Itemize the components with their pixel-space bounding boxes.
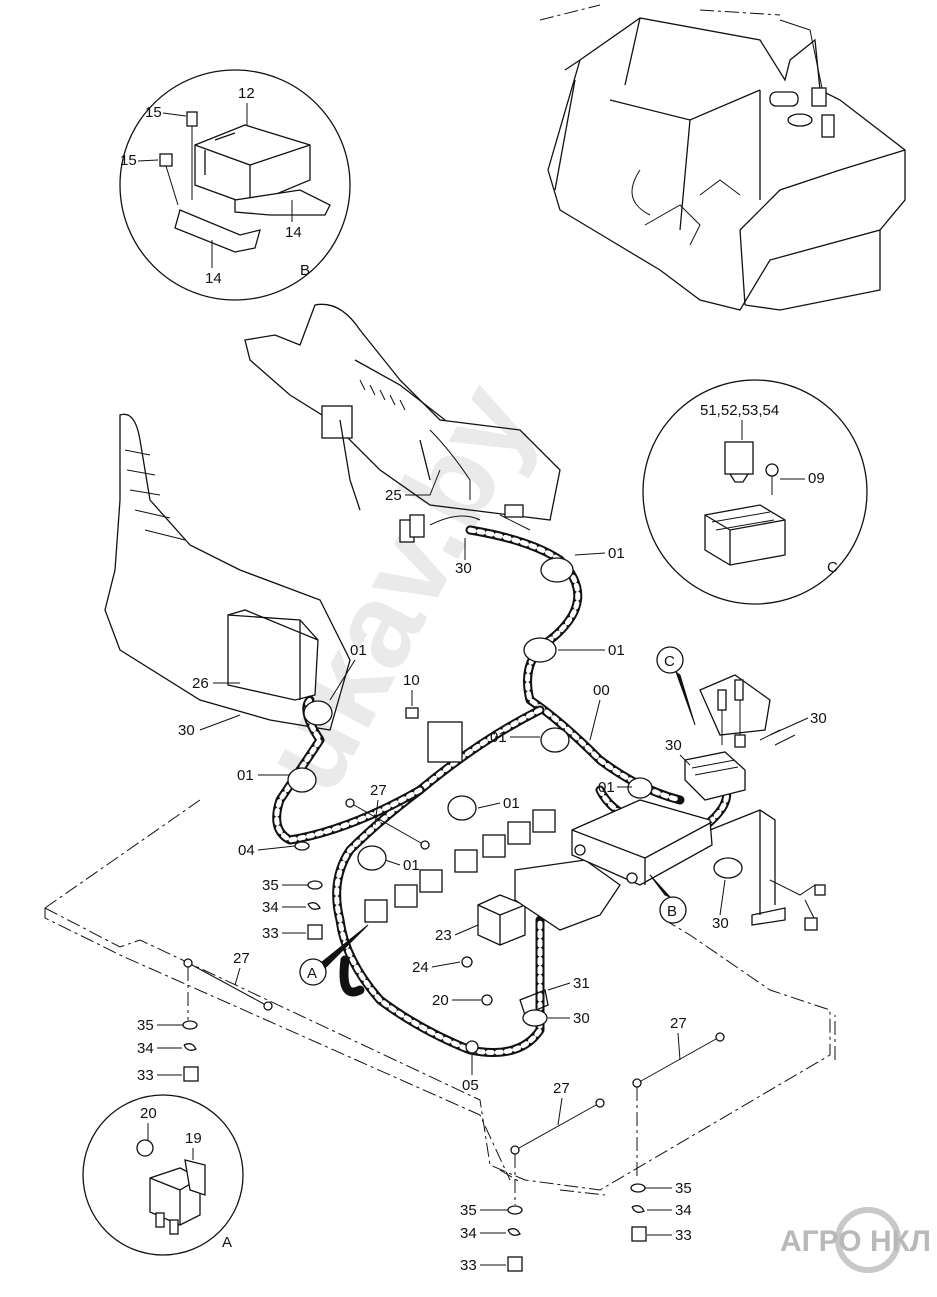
callout-34-upper: 34 [262,899,279,916]
callout-14-bottom: 14 [205,270,222,287]
callout-27-center: 27 [553,1080,570,1097]
callout-30-bottom: 30 [573,1010,590,1027]
callout-01-left-upper: 01 [350,642,367,659]
callout-20-main: 20 [432,992,449,1009]
callout-24: 24 [412,959,429,976]
callout-15-lower: 15 [120,152,137,169]
callout-35-upper: 35 [262,877,279,894]
detail-b: 12 15 15 14 14 B [119,69,351,301]
callout-30-top: 30 [455,560,472,577]
callout-23: 23 [435,927,452,944]
callout-27-right: 27 [670,1015,687,1032]
wiring-harness [272,504,826,1057]
callout-34-left: 34 [137,1040,154,1057]
callout-30-bracket: 30 [712,915,729,932]
detail-c-label: C [827,559,838,576]
callout-04: 04 [238,842,255,859]
callout-25: 25 [385,487,402,504]
detail-b-label: B [300,262,310,279]
callout-26: 26 [192,675,209,692]
callout-10: 10 [403,672,420,689]
detail-c: 51,52,53,54 09 C [642,379,868,605]
callout-31: 31 [573,975,590,992]
callout-00: 00 [593,682,610,699]
callout-14-right: 14 [285,224,302,241]
main-callouts: 25 30 01 01 26 30 01 10 01 00 01 27 01 0… [178,469,827,1094]
callout-27-upper: 27 [370,782,387,799]
callout-34-right: 34 [675,1202,692,1219]
floor-plate [44,799,836,1196]
callout-51-54: 51,52,53,54 [700,402,779,419]
excavator-overview [539,4,906,311]
watermark-text: ukav.by [235,362,559,812]
section-markers: C B A [299,646,696,986]
callout-33-center: 33 [460,1257,477,1274]
callout-15-upper: 15 [145,104,162,121]
callout-01-right: 01 [598,779,615,796]
callout-34-center: 34 [460,1225,477,1242]
callout-35-center: 35 [460,1202,477,1219]
lower-hardware-right: 27 35 34 33 [630,1015,725,1244]
callout-33-left: 33 [137,1067,154,1084]
callout-20-detail: 20 [140,1105,157,1122]
detail-a: 20 19 A [82,1094,244,1256]
callout-33-right: 33 [675,1227,692,1244]
callout-01-center: 01 [490,729,507,746]
callout-01-lower: 01 [403,857,420,874]
callout-30-c-left: 30 [665,737,682,754]
callout-35-right: 35 [675,1180,692,1197]
agro-logo: АГРО НКЛ [780,1207,931,1273]
callout-35-left: 35 [137,1017,154,1034]
right-console [244,303,561,521]
callout-30-left: 30 [178,722,195,739]
callout-01-top: 01 [608,545,625,562]
callout-33-upper: 33 [262,925,279,942]
marker-a: A [307,965,317,982]
lower-hardware-left: 27 35 34 33 [137,950,273,1084]
watermark: ukav.by [235,362,559,812]
marker-b: B [667,903,677,920]
callout-19: 19 [185,1130,202,1147]
callout-09: 09 [808,470,825,487]
detail-a-label: A [222,1234,232,1251]
left-console [104,413,351,731]
lower-hardware-center: 27 35 34 33 [460,1080,605,1274]
callout-30-c-upper: 30 [810,710,827,727]
logo-text: АГРО НКЛ [780,1225,931,1258]
callout-27-left: 27 [233,950,250,967]
callout-05: 05 [462,1077,479,1094]
callout-01-left-lower: 01 [237,767,254,784]
marker-c: C [664,653,675,670]
callout-12: 12 [238,85,255,102]
callout-01-mid: 01 [503,795,520,812]
callout-01-upper-right: 01 [608,642,625,659]
